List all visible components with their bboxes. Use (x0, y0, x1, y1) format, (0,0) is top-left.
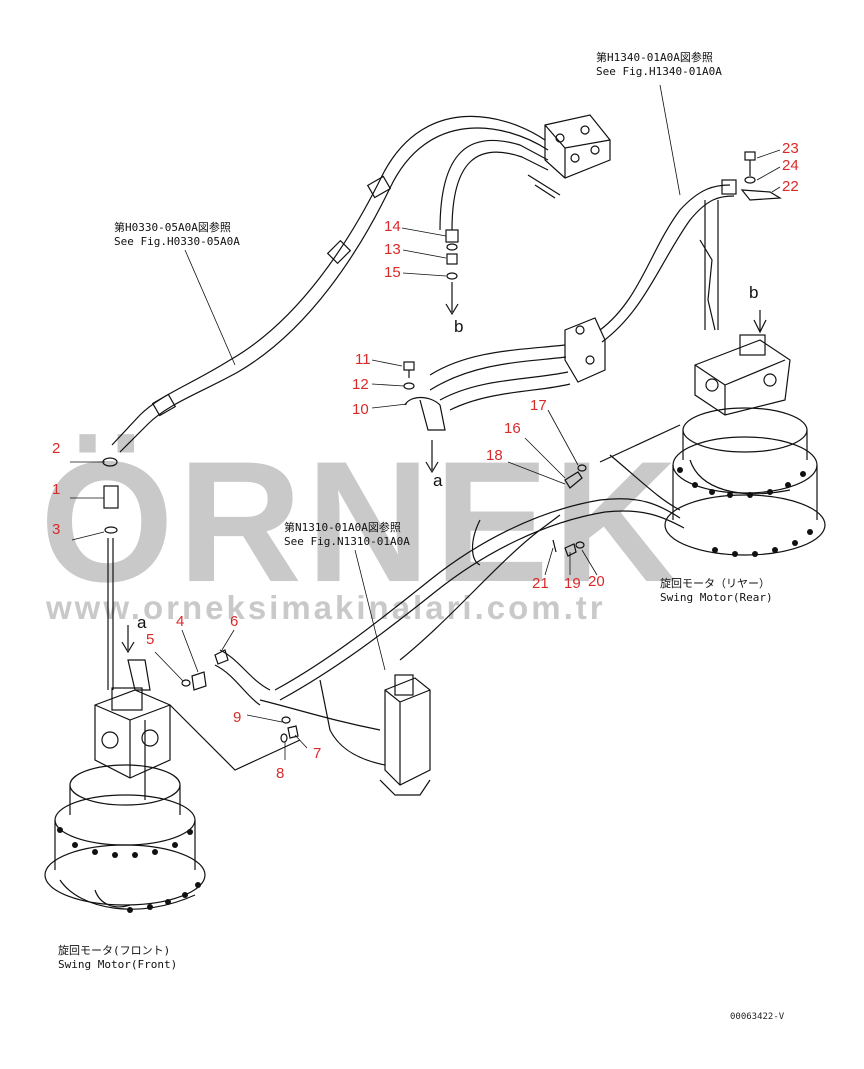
part-number-7: 7 (313, 745, 322, 762)
part-number-21: 21 (532, 575, 549, 592)
part-number-20: 20 (588, 573, 605, 590)
fittings-16-21 (552, 464, 587, 557)
part-number-14: 14 (384, 218, 401, 235)
rear-swing-motor (664, 310, 826, 556)
part-number-5: 5 (146, 631, 155, 648)
document-id: 00063422-V (730, 1012, 785, 1022)
front-motor-caption-en: Swing Motor(Front) (58, 958, 178, 971)
front-swing-motor (44, 625, 206, 910)
ref-n1310-jp: 第N1310-01A0A図参照 (284, 521, 401, 534)
center-motor (379, 674, 431, 796)
front-motor-bolts (57, 827, 201, 913)
bolt-22-24 (744, 151, 756, 184)
front-motor-caption-jp: 旋回モータ(フロント) (58, 944, 171, 957)
part-number-3: 3 (52, 521, 61, 538)
connection-letter-b-lower: b (749, 283, 759, 302)
part-number-8: 8 (276, 765, 285, 782)
ref-h0330-jp: 第H0330-05A0A図参照 (114, 221, 231, 234)
fittings-4-9 (169, 649, 301, 771)
right-hose-bundle (599, 179, 782, 343)
part-number-4: 4 (176, 613, 185, 630)
ref-h1340-en: See Fig.H1340-01A0A (596, 65, 722, 78)
part-number-1: 1 (52, 481, 61, 498)
fittings-1-3 (102, 457, 119, 690)
upper-hose-pair (111, 115, 549, 453)
watermark-brand: ÖRNEK (40, 426, 682, 618)
part-number-12: 12 (352, 376, 369, 393)
part-number-24: 24 (782, 157, 799, 174)
rear-motor-bolts (677, 467, 813, 557)
rear-motor-caption-jp: 旋回モータ（リヤー） (660, 577, 770, 590)
ref-h0330-en: See Fig.H0330-05A0A (114, 235, 240, 248)
part-number-15: 15 (384, 264, 401, 281)
connection-letter-a-upper: a (433, 471, 443, 490)
leader-lines (70, 84, 781, 760)
part-number-18: 18 (486, 447, 503, 464)
ref-h1340-jp: 第H1340-01A0A図参照 (596, 51, 713, 64)
part-number-23: 23 (782, 140, 799, 157)
part-number-13: 13 (384, 241, 401, 258)
part-number-16: 16 (504, 420, 521, 437)
fittings-13-15 (445, 229, 459, 316)
rear-motor-caption-en: Swing Motor(Rear) (660, 591, 773, 604)
ref-n1310-en: See Fig.N1310-01A0A (284, 535, 410, 548)
part-number-11: 11 (355, 351, 371, 368)
middle-valve-block (429, 317, 606, 411)
part-number-6: 6 (230, 613, 239, 630)
part-number-2: 2 (52, 440, 61, 457)
part-number-17: 17 (530, 397, 547, 414)
clamp-10-12 (403, 361, 446, 474)
connection-letter-b-upper: b (454, 317, 464, 336)
part-number-10: 10 (352, 401, 369, 418)
part-number-9: 9 (233, 709, 242, 726)
part-number-22: 22 (782, 178, 799, 195)
lower-long-hoses (214, 424, 685, 766)
connection-letter-a-lower: a (137, 613, 147, 632)
top-valve-block (527, 114, 611, 199)
part-number-19: 19 (564, 575, 581, 592)
watermark-url: www.orneksimakinalari.com.tr (46, 589, 606, 626)
